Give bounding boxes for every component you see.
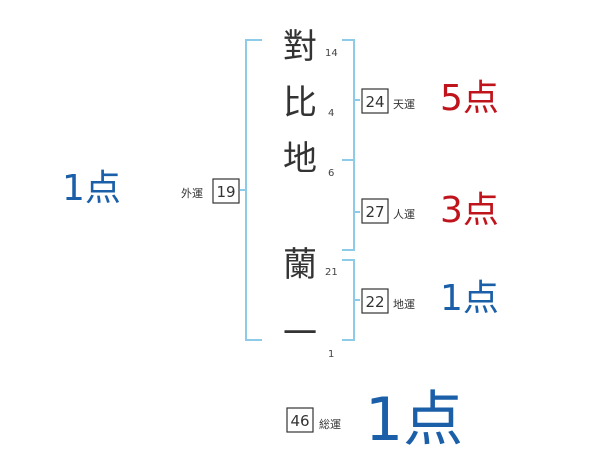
- soukaku-box: [286, 407, 314, 433]
- gaikaku-score: 1点: [62, 168, 121, 209]
- jinkaku-label: 人運: [393, 208, 415, 221]
- tenkaku-score: 5点: [440, 78, 499, 119]
- jinkaku-score: 3点: [440, 190, 499, 231]
- name-char-2: 比: [283, 83, 317, 123]
- gaikaku-label: 外運: [181, 187, 203, 200]
- chikaku-score: 1点: [440, 278, 499, 319]
- outer-bracket: [245, 39, 262, 341]
- gaikaku-box: [212, 178, 240, 204]
- tenkaku-label: 天運: [393, 98, 415, 111]
- soukaku-score: 1点: [365, 385, 463, 455]
- chikaku-label: 地運: [393, 298, 415, 311]
- jinkaku-bracket: [342, 159, 355, 251]
- chikaku-box: [361, 288, 389, 314]
- jinkaku-box: [361, 198, 389, 224]
- tenkaku-bracket: [342, 39, 355, 161]
- chikaku-value: 22: [365, 293, 384, 311]
- name-char-1: 對: [283, 27, 317, 67]
- name-char-4: 蘭: [283, 245, 317, 285]
- tenkaku-value: 24: [365, 93, 384, 111]
- soukaku-label: 総運: [319, 417, 341, 431]
- stroke-count-1: 14: [325, 48, 338, 59]
- stroke-count-3: 6: [328, 168, 334, 179]
- tenkaku-box: [361, 88, 389, 114]
- jinkaku-value: 27: [365, 203, 384, 221]
- soukaku-value: 46: [290, 412, 309, 430]
- gaikaku-value: 19: [216, 183, 235, 201]
- name-char-5: 一: [283, 314, 317, 354]
- stroke-count-5: 1: [328, 349, 334, 360]
- stroke-count-4: 21: [325, 267, 338, 278]
- chikaku-bracket: [342, 259, 355, 341]
- stroke-count-2: 4: [328, 108, 334, 119]
- name-char-3: 地: [283, 139, 317, 179]
